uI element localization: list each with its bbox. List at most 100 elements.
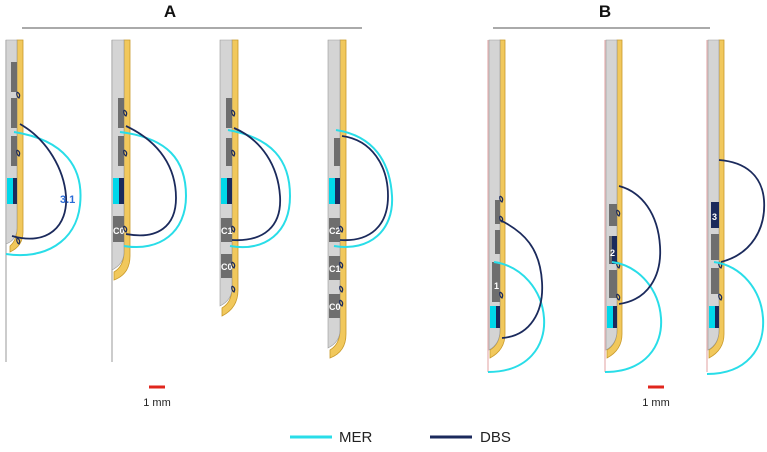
dbs-curve: [231, 127, 281, 241]
contact: [11, 98, 17, 128]
contact-label: C1: [221, 226, 233, 236]
dbs-curve: [339, 135, 389, 241]
mer-electrode: [113, 178, 124, 204]
contact: [11, 62, 17, 92]
contact: [221, 218, 232, 242]
mer-curve: [5, 131, 82, 257]
mer-electrode: [7, 178, 17, 204]
contact-notch: [499, 291, 504, 299]
contact: [495, 230, 500, 254]
contact-label: C0: [329, 302, 341, 312]
shell-a2: [113, 39, 131, 281]
lead-body-b1: [488, 39, 501, 351]
contact-notch: [231, 225, 236, 233]
contact: [11, 136, 17, 166]
lead-b2: 2: [604, 39, 663, 373]
mer-curve: [333, 129, 394, 248]
contact: [113, 216, 124, 242]
contact-notch: [339, 285, 344, 293]
mer-curve: [706, 261, 765, 375]
lead-a2: C0: [111, 39, 188, 362]
contact-notch: [718, 293, 723, 301]
contact-notch: [231, 261, 236, 269]
contact: [118, 98, 124, 128]
dbs-electrode: [335, 178, 340, 204]
mer-electrode: [709, 306, 719, 328]
contact: [329, 256, 340, 280]
contact: [495, 200, 500, 224]
vtr-value-label: 3.1: [60, 194, 75, 206]
legend-dbs-label: DBS: [480, 429, 511, 446]
contact-label: 1: [494, 281, 499, 291]
dbs-electrode: [613, 306, 617, 328]
contact-notch: [16, 149, 21, 157]
mer-curve: [227, 129, 292, 248]
lead-a4: C2 C1 C0: [327, 39, 394, 359]
dbs-electrode: [13, 178, 17, 204]
contact: [492, 262, 500, 302]
scale-bar-b-label: 1 mm: [642, 397, 670, 409]
contact: [118, 136, 124, 166]
lead-a1: 3.1: [5, 39, 82, 362]
dbs-curve: [618, 185, 662, 305]
dbs-electrode: [119, 178, 124, 204]
contact-notch: [123, 225, 128, 233]
mer-electrode: [329, 178, 340, 204]
contact-label: C0: [221, 262, 233, 272]
contact-notch: [231, 109, 236, 117]
dbs-curve: [718, 159, 766, 263]
lead-b1: 1: [487, 39, 546, 373]
contact-label: C2: [329, 226, 341, 236]
legend-mer-label: MER: [339, 429, 373, 446]
dbs-electrode: [715, 306, 719, 328]
mer-curve: [604, 261, 663, 373]
contact-notch: [499, 195, 504, 203]
contact-label: C1: [329, 264, 341, 274]
mer-electrode: [490, 306, 500, 328]
contact: [226, 98, 232, 128]
contact: [329, 294, 340, 318]
contact-notch: [123, 109, 128, 117]
contact-notch: [339, 225, 344, 233]
mer-curve: [119, 131, 188, 248]
contact-notch: [123, 149, 128, 157]
shell-a4: [329, 39, 347, 359]
contact-notch: [231, 149, 236, 157]
contact-notch: [616, 293, 621, 301]
dbs-curve: [125, 125, 177, 237]
dbs-curve: [11, 123, 67, 240]
contact: [609, 204, 617, 226]
panel-b-label: B: [599, 2, 611, 21]
contact-notch: [616, 209, 621, 217]
contact-notch: [16, 91, 21, 99]
lead-a3: C1 C0: [219, 39, 292, 317]
contact-notch: [339, 261, 344, 269]
dbs-electrode: [612, 236, 617, 264]
contact: [711, 268, 719, 294]
legend: MER DBS: [290, 429, 511, 446]
contact: [329, 218, 340, 242]
contact: [711, 234, 719, 260]
contact-label: 3: [712, 212, 717, 222]
contact: [226, 138, 232, 166]
panel-a-label: A: [164, 2, 176, 21]
contact-label: 2: [610, 248, 615, 258]
dbs-electrode: [711, 202, 719, 228]
contact: [221, 254, 232, 278]
contact-label: C0: [113, 226, 125, 236]
lead-b3: 3: [706, 39, 766, 375]
contact-notch: [339, 299, 344, 307]
contact: [609, 270, 617, 298]
dbs-electrode: [227, 178, 232, 204]
mer-electrode: [221, 178, 232, 204]
contact: [334, 138, 340, 166]
mer-electrode: [607, 306, 617, 328]
mer-curve: [487, 261, 546, 373]
dbs-electrode: [496, 306, 500, 328]
scale-bar-a-label: 1 mm: [143, 397, 171, 409]
contact-notch: [231, 285, 236, 293]
lead-body-b2: [605, 39, 618, 351]
contact-notch: [16, 237, 21, 245]
